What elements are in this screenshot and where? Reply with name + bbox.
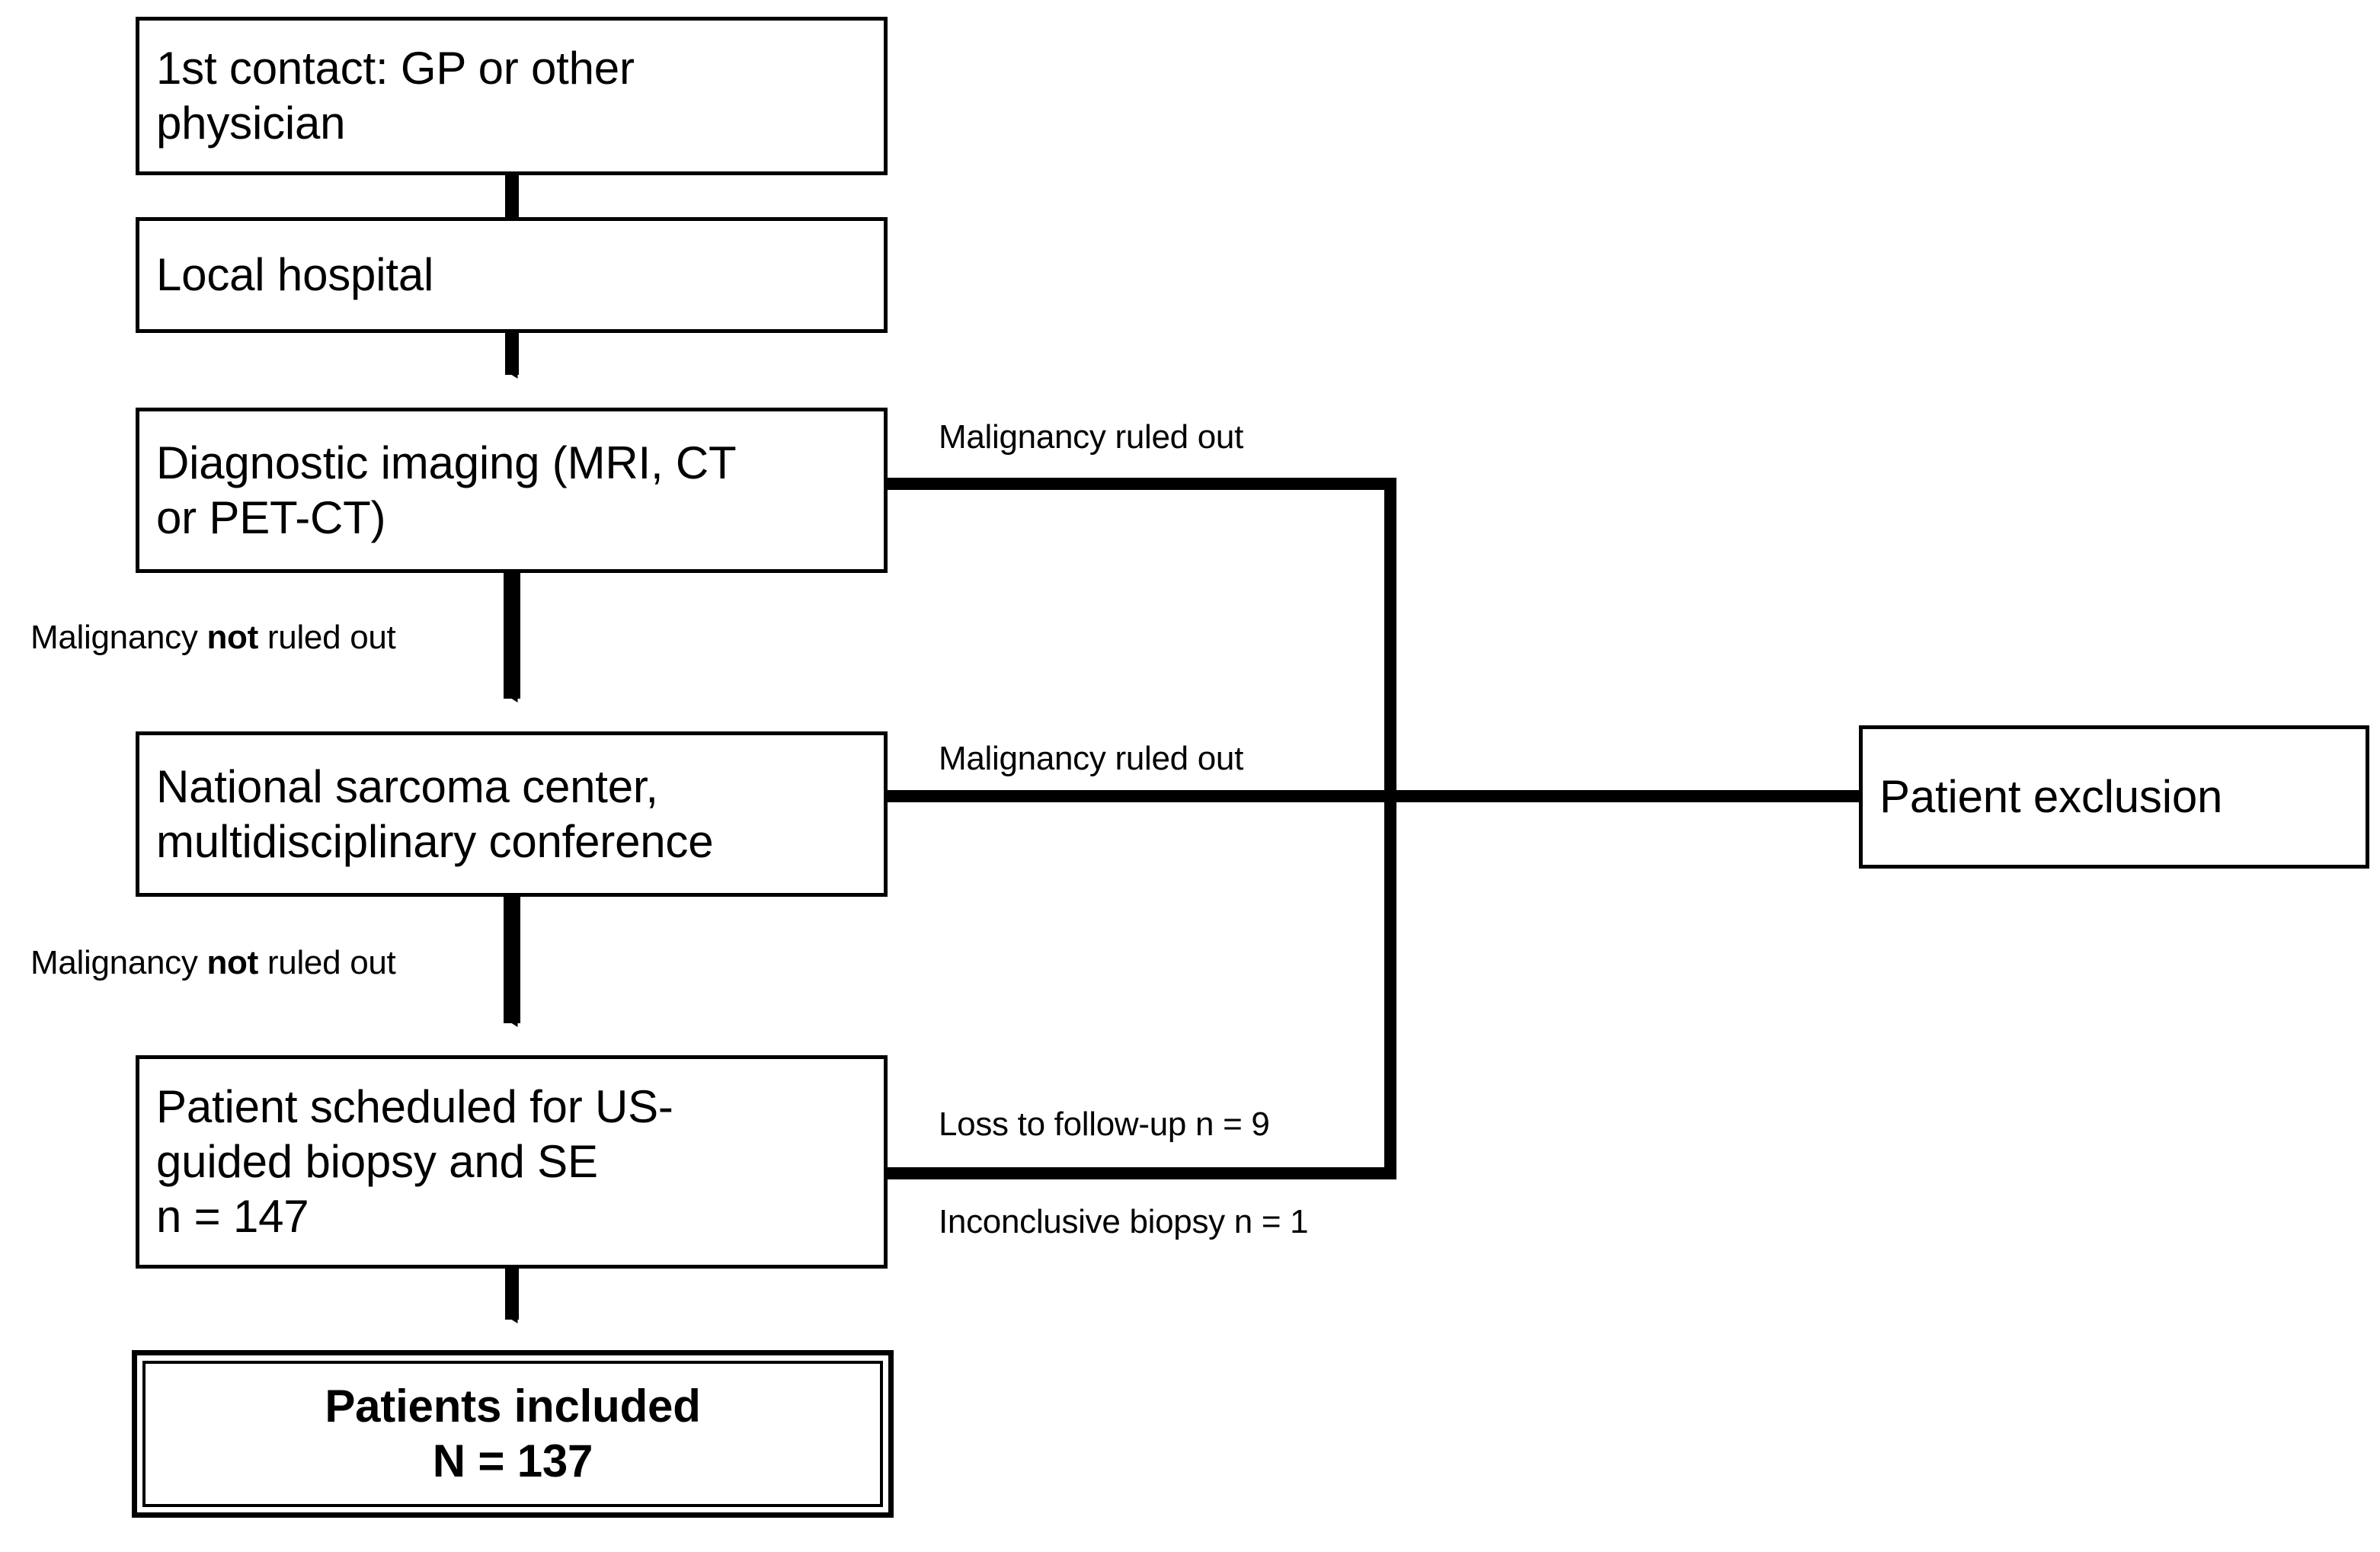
edge-label-imaging-not-ruled-out-pre: Malignancy xyxy=(30,619,207,656)
node-first-contact[interactable]: 1st contact: GP or other physician xyxy=(136,17,888,175)
edge-label-imaging-not-ruled-out-bold: not xyxy=(206,619,258,656)
node-patients-included-frame: Patients included N = 137 xyxy=(142,1361,883,1507)
node-first-contact-label: 1st contact: GP or other physician xyxy=(156,43,635,149)
edge-label-center-not-ruled-out: Malignancy not ruled out xyxy=(30,944,396,981)
edge-label-center-not-ruled-out-bold: not xyxy=(206,944,258,981)
node-patient-exclusion[interactable]: Patient exclusion xyxy=(1859,725,2369,869)
edge-label-imaging-ruled-out: Malignancy ruled out xyxy=(939,418,1244,456)
edge-label-imaging-not-ruled-out: Malignancy not ruled out xyxy=(30,619,396,656)
node-local-hospital[interactable]: Local hospital xyxy=(136,217,888,333)
edge-label-center-not-ruled-out-pre: Malignancy xyxy=(30,944,207,981)
node-patients-included[interactable]: Patients included N = 137 xyxy=(132,1350,894,1518)
edge-label-inconclusive-biopsy: Inconclusive biopsy n = 1 xyxy=(939,1203,1309,1240)
node-sarcoma-center-label: National sarcoma center, multidisciplina… xyxy=(156,760,714,867)
node-diagnostic-imaging[interactable]: Diagnostic imaging (MRI, CT or PET-CT) xyxy=(136,408,888,573)
branch-biopsy-loss xyxy=(888,796,1396,1179)
node-scheduled-biopsy-label: Patient scheduled for US- guided biopsy … xyxy=(156,1081,673,1242)
edge-label-center-ruled-out: Malignancy ruled out xyxy=(939,740,1244,777)
edge-label-loss-to-followup: Loss to follow-up n = 9 xyxy=(939,1106,1270,1143)
node-patient-exclusion-label: Patient exclusion xyxy=(1879,771,2223,822)
node-sarcoma-center[interactable]: National sarcoma center, multidisciplina… xyxy=(136,731,888,897)
node-diagnostic-imaging-label: Diagnostic imaging (MRI, CT or PET-CT) xyxy=(156,437,737,543)
branch-imaging-ruled-out xyxy=(888,478,1396,796)
edge-label-imaging-not-ruled-out-post: ruled out xyxy=(258,619,396,656)
node-local-hospital-label: Local hospital xyxy=(156,249,434,300)
node-patients-included-label: Patients included xyxy=(325,1381,701,1432)
node-patients-included-count: N = 137 xyxy=(432,1435,593,1486)
edge-label-center-not-ruled-out-post: ruled out xyxy=(258,944,396,981)
node-scheduled-biopsy[interactable]: Patient scheduled for US- guided biopsy … xyxy=(136,1055,888,1269)
